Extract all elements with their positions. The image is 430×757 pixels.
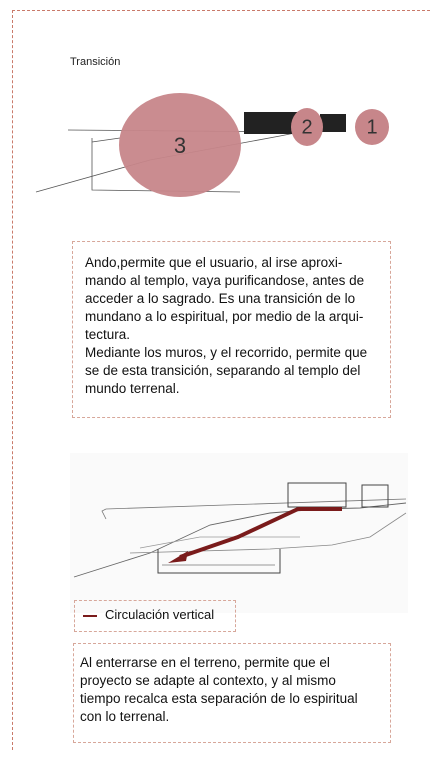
circle-2-label: 2 [301,116,312,138]
circle-1 [355,109,389,145]
description-1-line: acceder a lo sagrado. Es una transición … [85,291,356,306]
description-box-1: Ando,permite que el usuario, al irse apr… [72,241,391,418]
description-1-line: Ando,permite que el usuario, al irse apr… [85,255,343,270]
description-2-line: con lo terrenal. [80,709,170,724]
transition-diagram: 3 2 1 [35,93,389,197]
description-1-line: mando al templo, vaya purificandose, ant… [85,273,365,288]
circle-3-label: 3 [174,133,186,158]
section-drawing [70,453,408,613]
circle-2 [291,108,323,146]
description-2-line: proyecto se adapte al contexto, y al mis… [80,673,336,688]
description-2: Al enterrarse en el terreno, permite que… [80,654,380,726]
section-title: Transición [70,56,121,68]
description-1-line: tectura. [85,327,131,342]
left-dashed-border [12,10,13,750]
description-1-line: Mediante los muros, y el recorrido, perm… [85,345,368,360]
legend: Circulación vertical [74,600,236,632]
description-2-line: tiempo recalca esta separación de lo esp… [80,691,358,706]
description-1-line: mundano a lo espiritual, por medio de la… [85,309,364,324]
description-1-line: se de esta transición, separando al temp… [85,363,361,378]
top-dashed-border [12,10,430,11]
legend-label: Circulación vertical [105,607,215,622]
legend-swatch [83,615,97,617]
circle-3 [119,93,241,197]
circle-1-label: 1 [366,116,377,138]
description-1: Ando,permite que el usuario, al irse apr… [85,254,383,398]
dark-bar-right [320,114,346,132]
dark-bar-left [244,112,302,134]
description-2-line: Al enterrarse en el terreno, permite que… [80,655,330,670]
description-1-line: mundo terrenal. [85,381,180,396]
description-box-2: Al enterrarse en el terreno, permite que… [73,643,391,743]
